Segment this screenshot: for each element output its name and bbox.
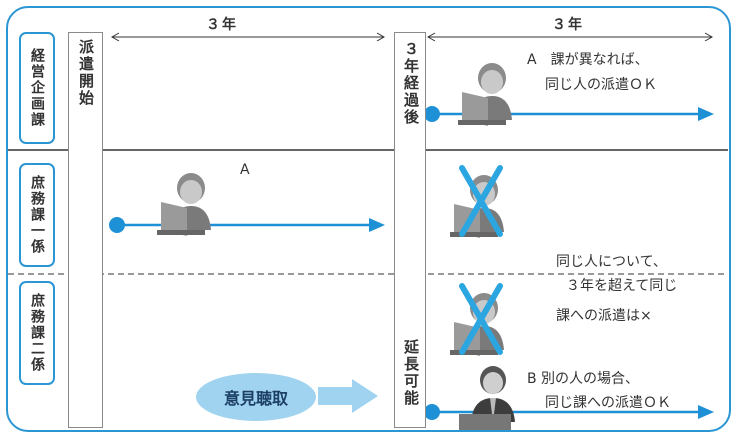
period-2-left-head [426, 32, 436, 42]
note-person-a: A [240, 162, 250, 178]
arrow-person-a-head [369, 218, 385, 232]
cross-mark-icon [459, 283, 503, 355]
dept-shomu1: 庶務課一係 [19, 163, 55, 267]
column-after-three-years-label: ３年経過後 [402, 41, 420, 126]
person-at-laptop-icon [157, 173, 211, 236]
dept-kikaku-label: 経営企画課 [29, 48, 45, 128]
note-same-person-2: ３年を超えて同じ [566, 278, 678, 294]
column-extension-label: 延長可能 [402, 339, 420, 407]
note-a-other-dept-2: 同じ人の派遣ＯＫ [545, 77, 657, 93]
note-b-1: B 別の人の場合、 [527, 371, 640, 387]
arrow-kikaku-head [698, 107, 714, 121]
column-dispatch-start: 派遣開始 [68, 32, 103, 428]
arrow-person-a-start-dot [109, 217, 125, 233]
period-1-left-head [110, 32, 120, 42]
person-in-suit-icon [459, 366, 515, 430]
opinion-hearing-arrow [318, 379, 378, 413]
cross-mark-icon [459, 165, 503, 237]
dept-shomu1-label: 庶務課一係 [29, 175, 45, 255]
opinion-hearing-bubble: 意見聴取 [196, 373, 316, 421]
person-at-laptop-icon [458, 63, 512, 126]
arrow-person-b-start-dot [424, 404, 440, 420]
period-2-right-head [704, 32, 714, 42]
note-b-2: 同じ課への派遣ＯＫ [545, 395, 671, 411]
period-first-label: ３年 [206, 17, 238, 33]
arrow-person-b-head [698, 405, 714, 419]
dept-kikaku: 経営企画課 [19, 32, 55, 144]
dept-shomu2-label: 庶務課二係 [29, 293, 45, 373]
period-1-right-head [376, 32, 386, 42]
note-same-person-1: 同じ人について、 [556, 254, 667, 270]
dept-shomu2: 庶務課二係 [19, 281, 55, 385]
column-after-three-years: ３年経過後 延長可能 [394, 32, 426, 428]
note-a-other-dept-1: A 課が異なれば、 [527, 52, 649, 68]
arrow-kikaku-start-dot [424, 106, 440, 122]
outer-frame [6, 6, 731, 432]
note-same-person-3: 課への派遣は× [556, 308, 652, 324]
column-dispatch-start-label: 派遣開始 [77, 39, 95, 107]
period-second-label: ３年 [552, 17, 584, 33]
